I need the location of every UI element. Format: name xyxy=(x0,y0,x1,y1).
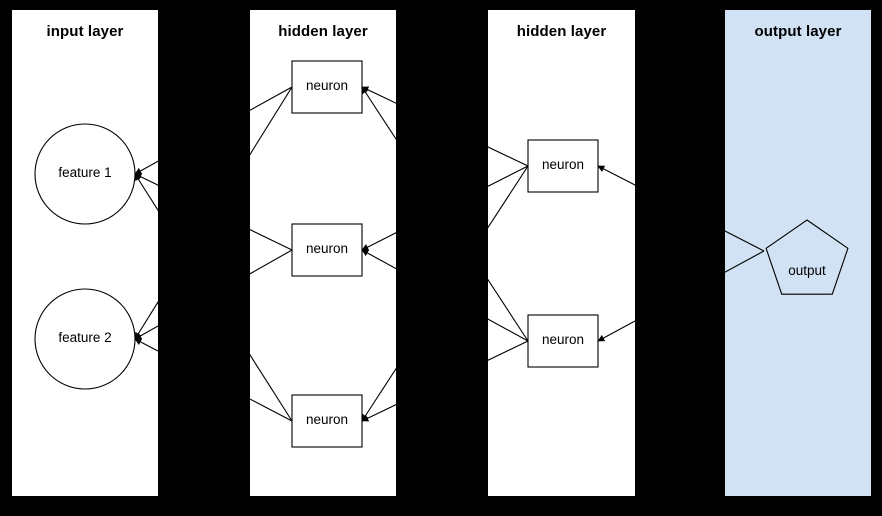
edge-h2n1-to-h1n2 xyxy=(488,165,529,187)
node-shape-feature-2[interactable] xyxy=(34,288,136,390)
layer-title-input-layer: input layer xyxy=(46,23,124,40)
edge-h1n1-to-f2 xyxy=(134,301,158,340)
edge-group xyxy=(725,230,765,273)
node-shape-hidden1-neuron-2[interactable] xyxy=(291,223,363,277)
node-shape-hidden2-neuron-1[interactable] xyxy=(527,139,599,193)
edge-out-to-h2n2 xyxy=(725,250,765,273)
edge-out-to-h2n1 xyxy=(597,165,635,186)
edge-h2n1-to-h1n2 xyxy=(361,232,396,251)
node-shape-hidden1-neuron-1[interactable] xyxy=(291,60,363,114)
edge-h1n2-to-f2 xyxy=(134,325,158,340)
edge-h2n1-to-h1n1 xyxy=(361,86,396,104)
edge-h2n2-to-h1n3 xyxy=(361,404,396,422)
node-shape-hidden2-neuron-2[interactable] xyxy=(527,314,599,368)
edge-h1n2-to-f1 xyxy=(250,229,293,251)
node-shape-hidden1-neuron-3[interactable] xyxy=(291,394,363,448)
edge-h1n1-to-f2 xyxy=(250,86,293,156)
edge-h2n2-to-h1n3 xyxy=(488,340,529,361)
edge-out-to-h2n1 xyxy=(725,230,765,252)
edge-h1n2-to-f1 xyxy=(134,173,158,186)
layer-graphics-hidden-layer-1 xyxy=(250,60,396,448)
edge-out-to-h2n2 xyxy=(597,320,635,342)
edge-h1n3-to-f1 xyxy=(250,353,293,422)
edge-h1n3-to-f1 xyxy=(134,173,158,212)
layer-title-hidden-layer-2: hidden layer xyxy=(516,23,607,40)
layer-title-output-layer: output layer xyxy=(754,23,842,40)
edge-h1n1-to-f1 xyxy=(250,86,293,111)
edge-h1n1-to-f1 xyxy=(134,160,158,175)
node-shape-output-node[interactable] xyxy=(765,219,849,295)
edge-group xyxy=(134,160,158,352)
edge-h2n1-to-h1n3 xyxy=(361,367,396,422)
edge-h2n1-to-h1n3 xyxy=(488,165,529,229)
edge-h1n3-to-f2 xyxy=(134,338,158,352)
edge-h2n2-to-h1n2 xyxy=(488,318,529,342)
edge-h2n2-to-h1n2 xyxy=(361,249,396,270)
node-shape-feature-1[interactable] xyxy=(34,123,136,225)
layer-graphics-hidden-layer-2 xyxy=(488,139,635,368)
edge-h1n2-to-f2 xyxy=(250,249,293,275)
edge-group xyxy=(250,86,396,422)
layer-graphics-input-layer xyxy=(34,123,158,390)
layer-title-hidden-layer-1: hidden layer xyxy=(278,23,368,40)
edge-h2n1-to-h1n1 xyxy=(488,146,529,167)
edge-h2n2-to-h1n1 xyxy=(361,86,396,141)
layer-graphics-output-layer xyxy=(725,219,849,295)
edge-h1n3-to-f2 xyxy=(250,398,293,422)
edge-h2n2-to-h1n1 xyxy=(488,278,529,342)
edge-group xyxy=(488,146,635,361)
